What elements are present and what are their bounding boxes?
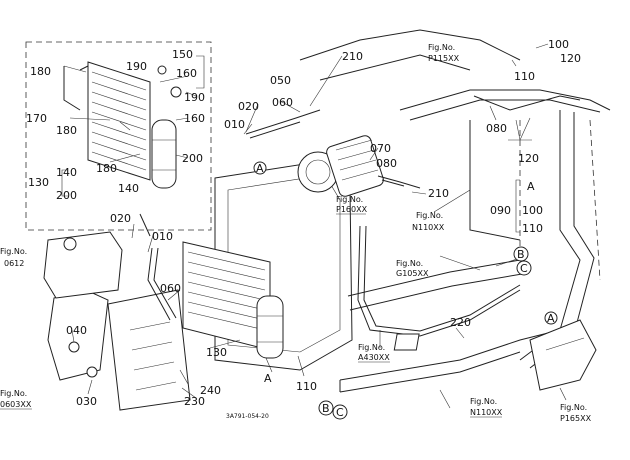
hoses <box>139 95 581 337</box>
callout-040: 040 <box>66 324 87 337</box>
callout-160: 160 <box>184 112 205 125</box>
figref-number: N110XX <box>470 408 503 417</box>
callout-010: 010 <box>152 230 173 243</box>
figref-label: Fig.No. <box>428 43 455 52</box>
callout-160: 160 <box>176 67 197 80</box>
callout-200: 200 <box>182 152 203 165</box>
main-receiver-drier <box>256 295 284 359</box>
callout-220: 220 <box>450 316 471 329</box>
callouts: 150 160 180 190 190 170 180 160 140 130 … <box>26 38 581 408</box>
callout-230: 230 <box>184 395 205 408</box>
callout-180: 180 <box>30 65 51 78</box>
callout-110: 110 <box>296 380 317 393</box>
figref-number: A430XX <box>358 353 390 362</box>
chassis-frame <box>299 29 611 393</box>
callout-210: 210 <box>342 50 363 63</box>
callout-120: 120 <box>560 52 581 65</box>
callout-150: 150 <box>172 48 193 61</box>
callout-120: 120 <box>518 152 539 165</box>
figure-references: Fig.No. P115XX Fig.No. P160XX Fig.No. N1… <box>0 43 592 423</box>
callout-180: 180 <box>96 162 117 175</box>
inset-receiver-drier <box>151 119 177 189</box>
reservoir <box>43 231 123 299</box>
callout-110: 110 <box>522 222 543 235</box>
leader-lines <box>63 43 567 409</box>
ref-letter-c: C <box>336 406 344 419</box>
ref-letter-c: C <box>520 262 528 275</box>
callout-130: 130 <box>206 346 227 359</box>
ref-letter-b: B <box>322 402 330 415</box>
callout-190: 190 <box>184 91 205 104</box>
callout-180: 180 <box>56 124 77 137</box>
figref-label: Fig.No. <box>396 259 423 268</box>
figref-label: Fig.No. <box>416 211 443 220</box>
callout-080: 080 <box>376 157 397 170</box>
callout-110: 110 <box>514 70 535 83</box>
figref-label: Fig.No. <box>0 247 27 256</box>
figref-label: Fig.No. <box>560 403 587 412</box>
figref-label: Fig.No. <box>358 343 385 352</box>
figref-number: 0612 <box>4 259 24 268</box>
callout-030: 030 <box>76 395 97 408</box>
figref-number: 0603XX <box>0 400 32 409</box>
figref-label: Fig.No. <box>0 389 27 398</box>
callout-080: 080 <box>486 122 507 135</box>
callout-170: 170 <box>26 112 47 125</box>
callout-070: 070 <box>370 142 391 155</box>
callout-010: 010 <box>224 118 245 131</box>
callout-240: 240 <box>200 384 221 397</box>
callout-020: 020 <box>110 212 131 225</box>
callout-060: 060 <box>160 282 181 295</box>
figref-number: P165XX <box>560 414 592 423</box>
brace-150 <box>196 55 205 89</box>
figref-number: P160XX <box>336 205 368 214</box>
inset-detail-box <box>25 41 212 231</box>
hitch-bracket-right <box>529 319 597 391</box>
callout-210: 210 <box>428 187 449 200</box>
ref-letter-a: A <box>527 180 535 193</box>
figref-number: P115XX <box>428 54 460 63</box>
figref-number: N110XX <box>412 223 445 232</box>
ref-letter-a: A <box>256 162 264 175</box>
callout-100: 100 <box>522 204 543 217</box>
callout-020: 020 <box>238 100 259 113</box>
callout-140: 140 <box>56 166 77 179</box>
main-condenser <box>182 241 271 351</box>
reference-letters: A A A A B C B C <box>253 161 558 420</box>
callout-140: 140 <box>118 182 139 195</box>
ref-letter-a: A <box>264 372 272 385</box>
ref-letter-b: B <box>517 248 525 261</box>
inset-bolt-190 <box>170 86 182 98</box>
brace-140-200 <box>61 169 68 197</box>
figref-number: G105XX <box>396 269 429 278</box>
figref-label: Fig.No. <box>336 195 363 204</box>
callout-090: 090 <box>490 204 511 217</box>
callout-200: 200 <box>56 189 77 202</box>
callout-190: 190 <box>126 60 147 73</box>
part-220-block <box>393 333 420 351</box>
brace-090 <box>515 179 520 233</box>
inset-condenser <box>63 61 151 181</box>
inset-bolt-160 <box>157 65 167 75</box>
callout-100: 100 <box>548 38 569 51</box>
figref-label: Fig.No. <box>470 397 497 406</box>
bracket-panel <box>107 289 191 411</box>
callout-130: 130 <box>28 176 49 189</box>
compressor <box>297 135 384 197</box>
drawing-code: 3A791-054-20 <box>226 413 269 420</box>
ref-letter-a: A <box>547 312 555 325</box>
callout-060: 060 <box>272 96 293 109</box>
callout-050: 050 <box>270 74 291 87</box>
